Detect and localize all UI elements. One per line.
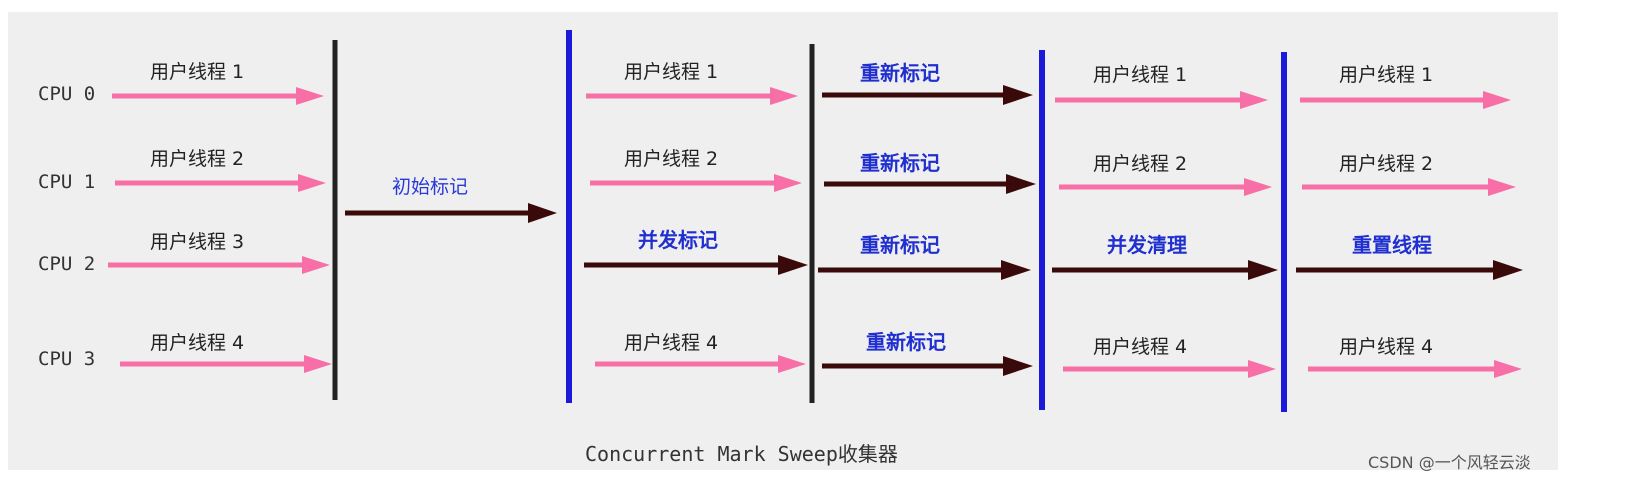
stage1-arrowhead-3 (302, 256, 330, 274)
stage5-arrowhead-1 (1240, 91, 1268, 109)
cpu-label-1: CPU 1 (38, 171, 95, 193)
stage6-arrowhead-3 (1493, 260, 1523, 280)
stage6-label-1: 用户线程 1 (1339, 64, 1433, 86)
stage1-label-1: 用户线程 1 (150, 61, 244, 83)
stage6-label-4: 用户线程 4 (1339, 336, 1433, 358)
stage3-label-4: 用户线程 4 (624, 332, 718, 354)
stage3-arrowhead-2 (774, 174, 802, 192)
stage5-label-1: 用户线程 1 (1093, 64, 1187, 86)
cpu-label-3: CPU 3 (38, 348, 95, 370)
stage4-phase-label-2: 重新标记 (860, 151, 940, 175)
stage3-label-2: 用户线程 2 (624, 148, 718, 170)
stage3-phase-label: 并发标记 (638, 228, 718, 252)
stage6-arrowhead-2 (1488, 178, 1516, 196)
stage5-label-2: 用户线程 2 (1093, 153, 1187, 175)
stage2-phase-label: 初始标记 (392, 176, 468, 198)
stage1-arrowhead-4 (304, 355, 332, 373)
stage1-arrowhead-1 (296, 87, 324, 105)
stage4-phase-label-1: 重新标记 (860, 61, 940, 85)
stage1-label-2: 用户线程 2 (150, 148, 244, 170)
stage6-arrowhead-1 (1483, 91, 1511, 109)
stage1-label-3: 用户线程 3 (150, 231, 244, 253)
stage5-arrowhead-2 (1244, 178, 1272, 196)
stage5-phase-label: 并发清理 (1107, 233, 1187, 257)
stage4-arrowhead-3 (1001, 260, 1031, 280)
stage3-arrowhead-1 (770, 87, 798, 105)
stage1-arrowhead-2 (298, 174, 326, 192)
stage1-label-4: 用户线程 4 (150, 332, 244, 354)
stage4-arrowhead-4 (1003, 356, 1033, 376)
stage4-arrowhead-2 (1006, 174, 1036, 194)
stage5-arrowhead-3 (1248, 260, 1278, 280)
stage6-phase-label: 重置线程 (1352, 233, 1432, 257)
stage3-label-1: 用户线程 1 (624, 61, 718, 83)
diagram-caption: Concurrent Mark Sweep收集器 (585, 442, 898, 466)
stage4-phase-label-3: 重新标记 (860, 233, 940, 257)
cpu-label-2: CPU 2 (38, 253, 95, 275)
stage6-label-2: 用户线程 2 (1339, 153, 1433, 175)
stage3-arrowhead-4 (778, 355, 806, 373)
watermark: CSDN @一个风轻云淡 (1368, 453, 1531, 472)
stage5-label-4: 用户线程 4 (1093, 336, 1187, 358)
stage6-arrowhead-4 (1494, 360, 1522, 378)
stage5-arrowhead-4 (1248, 360, 1276, 378)
stage4-phase-label-4: 重新标记 (866, 330, 946, 354)
stage2-arrowhead (528, 203, 557, 223)
stage4-arrowhead-1 (1003, 85, 1033, 105)
stage3-arrowhead-3 (778, 255, 808, 275)
diagram-panel (8, 12, 1558, 470)
cpu-label-0: CPU 0 (38, 83, 95, 105)
